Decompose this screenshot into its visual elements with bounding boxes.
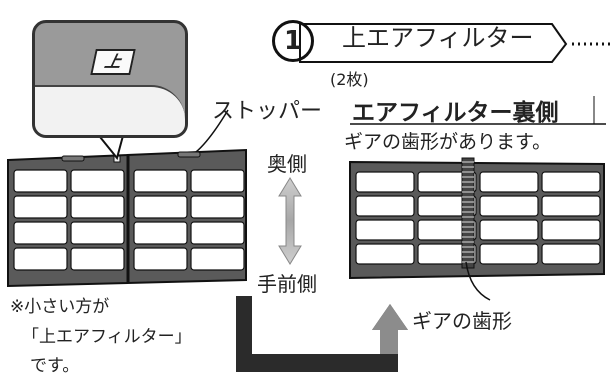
filter-mesh-cell xyxy=(190,169,245,193)
callout-light-area xyxy=(35,85,185,135)
page-title: 上エアフィルター xyxy=(342,24,534,52)
filter-mesh-cell xyxy=(355,243,415,265)
filter-mesh-cell xyxy=(70,247,125,271)
note-line-3: です。 xyxy=(30,356,80,376)
filter-mesh-cell xyxy=(13,221,68,245)
filter-mesh-cell xyxy=(479,195,539,217)
near-side-label: 手前側 xyxy=(257,272,317,296)
back-side-label: エアフィルター裏側 xyxy=(352,100,559,126)
step-number: 1 xyxy=(272,20,314,62)
gear-label: ギアの歯形 xyxy=(412,309,512,333)
far-near-double-arrow xyxy=(278,177,302,265)
filter-count: (2枚) xyxy=(330,70,369,89)
filter-mesh-cell xyxy=(133,169,188,193)
filter-mesh-cell xyxy=(70,169,125,193)
filter-mesh-cell xyxy=(541,195,601,217)
filter-closeup-callout: 上 xyxy=(32,20,188,138)
flip-arrow xyxy=(236,296,408,372)
filter-mesh-cell xyxy=(479,219,539,241)
left-air-filter xyxy=(7,148,247,288)
filter-mesh-cell xyxy=(190,221,245,245)
filter-mesh-cell xyxy=(190,195,245,219)
filter-mesh-cell xyxy=(541,219,601,241)
filter-mesh-cell xyxy=(13,195,68,219)
teeth-note: ギアの歯形があります。 xyxy=(344,131,552,153)
filter-mesh-cell xyxy=(133,195,188,219)
callout-pointer xyxy=(95,131,125,161)
filter-mesh-cell xyxy=(133,247,188,271)
filter-mesh-cell xyxy=(13,247,68,271)
filter-mesh-cell xyxy=(355,219,415,241)
upper-mark: 上 xyxy=(90,49,136,75)
filter-mesh-cell xyxy=(70,221,125,245)
filter-mesh-cell xyxy=(541,171,601,193)
filter-mesh-cell xyxy=(355,195,415,217)
filter-mesh-cell xyxy=(479,243,539,265)
stopper-tab-right xyxy=(177,151,201,158)
note-line-1: ※小さい方が xyxy=(10,297,110,317)
stopper-leader-line xyxy=(195,109,229,153)
right-air-filter xyxy=(349,157,605,280)
far-side-label: 奥側 xyxy=(267,152,307,176)
gear-leader-line xyxy=(465,261,491,301)
stopper-tab-left xyxy=(61,155,85,162)
filter-mesh-cell xyxy=(190,247,245,271)
filter-mesh-cell xyxy=(133,221,188,245)
filter-mesh-cell xyxy=(479,171,539,193)
filter-mesh-cell xyxy=(355,171,415,193)
filter-mesh-cell xyxy=(70,195,125,219)
note-line-2: 「上エアフィルター」 xyxy=(22,327,192,347)
gear-teeth-strip xyxy=(461,157,475,269)
filter-mesh-cell xyxy=(541,243,601,265)
filter-mesh-cell xyxy=(13,169,68,193)
stopper-label: ストッパー xyxy=(212,99,323,124)
